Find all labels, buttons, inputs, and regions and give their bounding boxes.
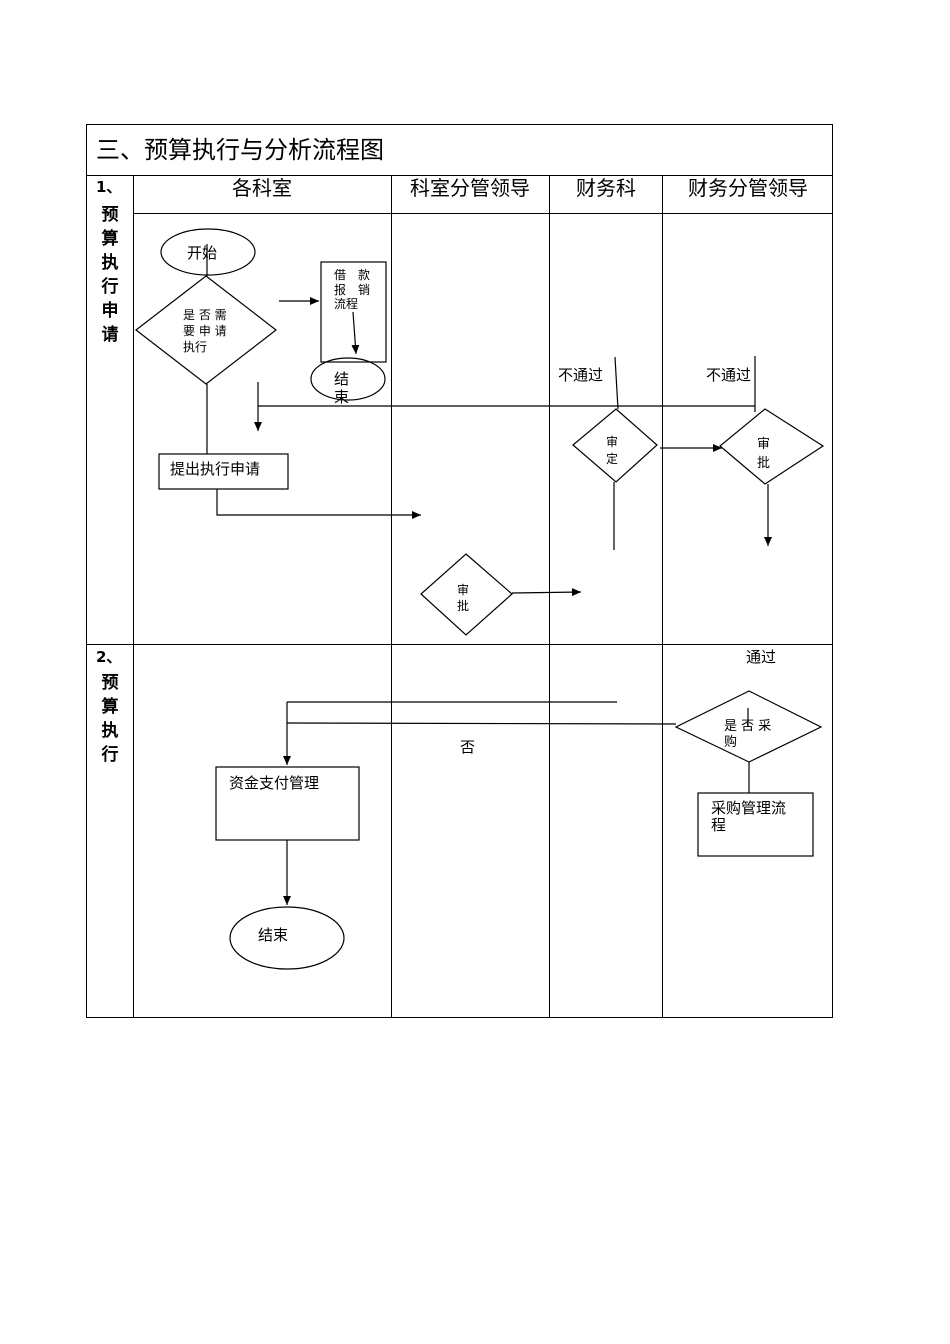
svg-text:算: 算 [101,696,119,717]
svg-text:程: 程 [711,816,726,834]
svg-text:购: 购 [724,734,737,750]
loan-flow-box [320,261,387,363]
end-bottom-node [229,906,345,970]
row-label-execution: 2、 预 算 执 行 [96,648,121,765]
svg-text:采购管理流: 采购管理流 [711,799,786,817]
svg-text:执: 执 [102,720,119,741]
end-bottom-label: 结束 [258,926,288,944]
svg-text:审: 审 [757,437,770,452]
connector-finance-fail-up [614,356,619,410]
svg-text:执行: 执行 [183,340,207,354]
svg-text:预: 预 [102,205,119,225]
svg-text:审: 审 [457,582,469,597]
need-exec-decision [135,275,277,385]
edge-label-pass: 通过 [746,648,776,666]
svg-text:定: 定 [606,451,618,466]
leader-review-label: 审 批 [757,437,770,471]
leader-review-decision [719,408,825,485]
connector-dept-to-finance [511,588,582,597]
end-top-node-label: 结 束 [334,370,349,406]
dept-review-decision [420,553,513,636]
edge-label-fail-leader: 不通过 [706,366,751,384]
dept-review-label: 审 批 [457,582,469,613]
purchase-decision-label: 是 否 采 购 [724,719,771,750]
connector-no-horizontal [286,722,677,725]
svg-text:审: 审 [606,434,618,449]
svg-text:结: 结 [334,370,349,388]
svg-text:预: 预 [102,673,119,693]
svg-text:算: 算 [101,228,119,249]
end-top-node [310,357,386,401]
svg-text:流程: 流程 [334,296,358,311]
svg-text:申: 申 [102,300,119,321]
start-node-label: 开始 [187,244,217,262]
fund-mgmt-label: 资金支付管理 [229,774,319,792]
row-label-application: 1、 预 算 执 行 申 请 [96,178,121,345]
lane-header-finance: 财务科 [576,176,636,200]
loan-flow-box-label: 借 款 报 销 流程 [334,268,370,311]
svg-text:1、: 1、 [96,178,121,196]
svg-text:批: 批 [757,456,770,471]
need-exec-decision-label: 是 否 需 要 申 请 执行 [183,308,227,354]
svg-text:请: 请 [102,325,119,345]
submit-box [158,453,289,490]
table-grid [86,124,833,1018]
svg-text:报 销: 报 销 [334,282,370,297]
submit-box-label: 提出执行申请 [170,460,260,478]
connector-submit-to-dept [216,489,421,519]
page-title: 三、预算执行与分析流程图 [96,136,384,164]
connector-loan-to-end [351,311,360,355]
svg-text:批: 批 [457,598,469,613]
lane-header-finance-leader: 财务分管领导 [688,176,808,200]
purchase-flow-label: 采购管理流 程 [711,799,786,834]
svg-text:行: 行 [101,276,119,297]
svg-text:借 款: 借 款 [334,268,370,282]
edge-label-fail-finance: 不通过 [558,366,603,384]
edge-label-no: 否 [460,738,475,756]
svg-text:束: 束 [334,388,349,406]
lane-header-departments: 各科室 [232,176,292,200]
start-node [160,228,256,276]
svg-text:要 申 请: 要 申 请 [183,324,227,338]
finance-review-decision [572,408,658,483]
svg-text:是 否 采: 是 否 采 [724,719,771,734]
svg-text:是 否 需: 是 否 需 [183,308,227,322]
purchase-flow-box [697,792,814,857]
svg-text:行: 行 [101,744,119,765]
lane-header-dept-leader: 科室分管领导 [410,176,530,200]
svg-text:2、: 2、 [96,648,121,666]
finance-review-label: 审 定 [606,434,618,466]
svg-text:执: 执 [102,252,119,273]
